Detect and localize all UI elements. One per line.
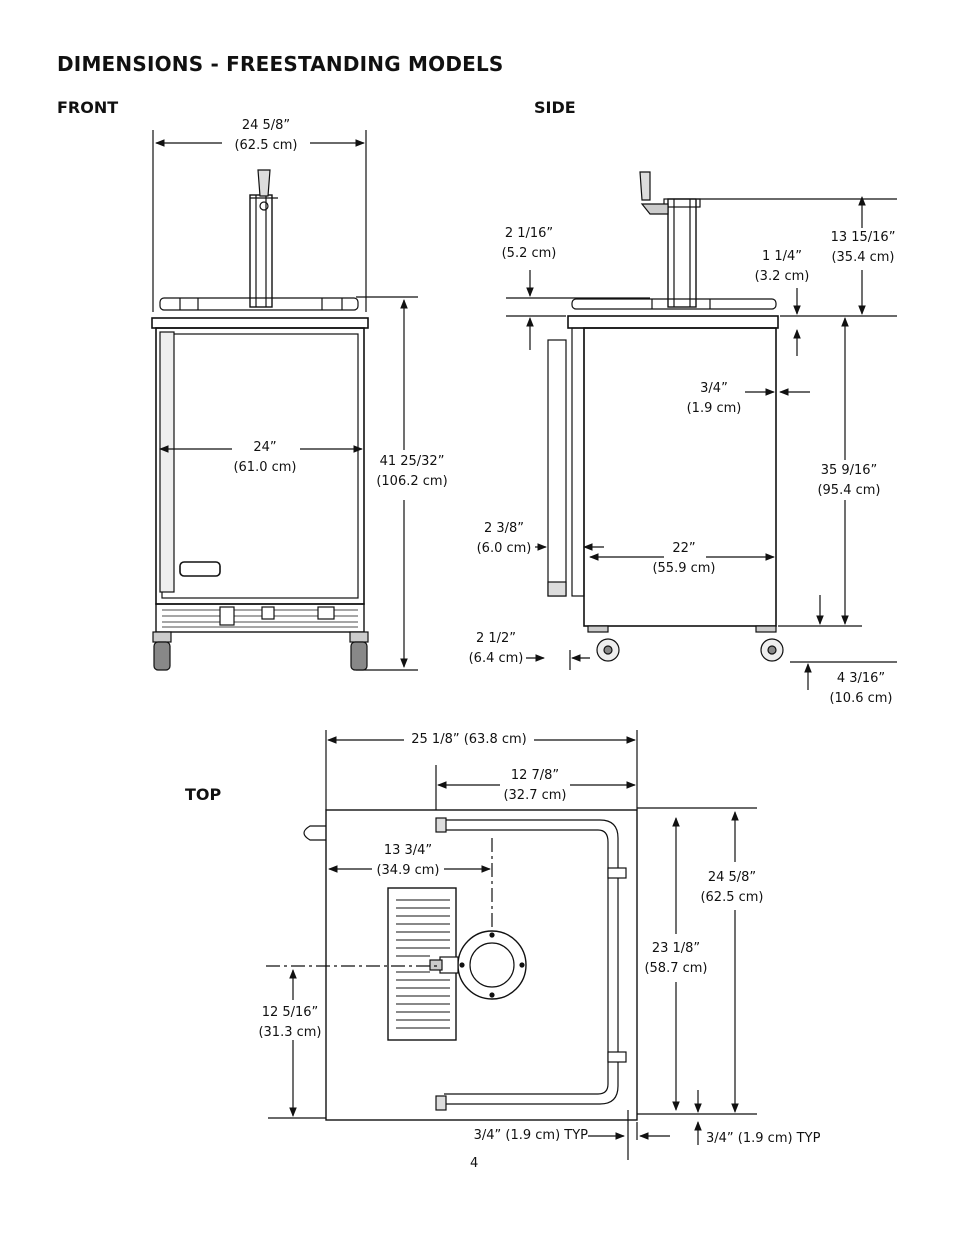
- side-top-thickness-dimension: 1 1/4”(3.2 cm): [754, 249, 810, 284]
- top-half-width-dimension: 12 7/8”(32.7 cm): [503, 768, 567, 803]
- top-overall-depth-dimension: 24 5/8”(62.5 cm): [700, 870, 764, 905]
- side-back-offset-dimension: 3/4”(1.9 cm): [686, 381, 742, 416]
- top-view-heading: TOP: [185, 785, 222, 804]
- front-view-drawing: [151, 130, 418, 671]
- side-depth-dimension: 22”(55.9 cm): [652, 541, 716, 576]
- side-handle-dimension: 2 3/8”(6.0 cm): [476, 521, 532, 556]
- front-view-heading: FRONT: [57, 98, 119, 117]
- side-rail-dimension: 2 1/16”(5.2 cm): [501, 226, 557, 261]
- side-caster-dimension: 4 3/16”(10.6 cm): [829, 671, 893, 706]
- front-width-dimension: 24 5/8”(62.5 cm): [234, 118, 298, 153]
- top-center-dimension: 13 3/4”(34.9 cm): [376, 843, 440, 878]
- top-tower-offset-dimension: 12 5/16”(31.3 cm): [258, 1005, 322, 1040]
- top-view-drawing: [266, 730, 757, 1160]
- page-number: 4: [470, 1156, 479, 1171]
- side-door-dimension: 2 1/2”(6.4 cm): [468, 631, 524, 666]
- side-view-heading: SIDE: [534, 98, 576, 117]
- side-cabinet-height-dimension: 35 9/16”(95.4 cm): [817, 463, 881, 498]
- front-height-dimension: 41 25/32”(106.2 cm): [376, 454, 448, 489]
- side-view-drawing: [506, 171, 897, 690]
- side-tower-height-dimension: 13 15/16”(35.4 cm): [830, 230, 896, 265]
- top-typ-right-dimension: 3/4” (1.9 cm) TYP: [706, 1131, 821, 1146]
- top-overall-width-dimension: 25 1/8” (63.8 cm): [411, 732, 527, 747]
- page-title: DIMENSIONS - FREESTANDING MODELS: [57, 52, 504, 76]
- front-body-width-dimension: 24”(61.0 cm): [233, 440, 297, 475]
- top-inner-depth-dimension: 23 1/8”(58.7 cm): [644, 941, 708, 976]
- top-typ-left-dimension: 3/4” (1.9 cm) TYP: [473, 1128, 588, 1143]
